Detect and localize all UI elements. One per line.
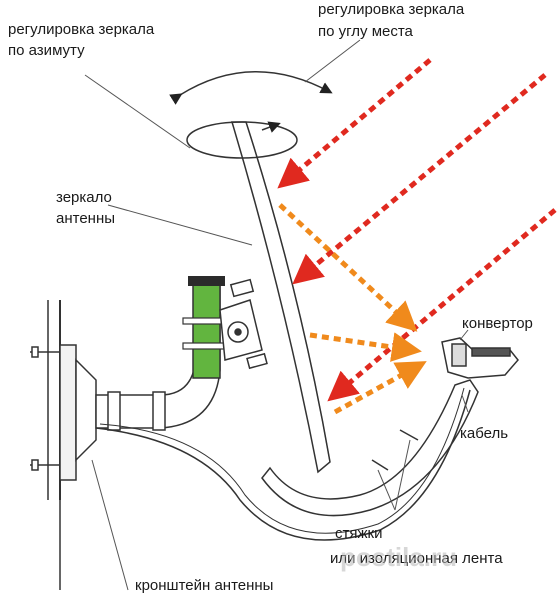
leader-lines [84,39,469,591]
incoming-ray [277,58,432,189]
wall-mount-plate [30,344,97,481]
cable-label: кабель [460,425,508,442]
dish-label-line2: антенны [56,210,115,227]
azimuth-label-line2: по азимуту [8,42,85,59]
incoming-rays [277,58,557,402]
reflected-rays [278,203,427,415]
cable-inner [99,387,465,534]
dish-reflector [230,121,331,474]
dish-label-line1: зеркало [56,189,112,206]
converter [441,337,519,379]
converter-arm [261,379,479,517]
azimuth-label-line1: регулировка зеркала [8,21,155,38]
ties-label-line2: или изоляционная лента [330,550,503,567]
incoming-ray [292,73,547,285]
cable [95,389,471,541]
elevation-label-line1: регулировка зеркала [318,1,465,18]
converter-label: конвертор [462,315,533,332]
bracket-label: кронштейн антенны [135,577,273,594]
reflected-ray [309,332,422,362]
azimuth-rotation-icon [169,71,333,159]
reflected-ray [333,361,427,415]
reflected-ray [278,203,418,332]
mast [182,276,230,379]
ties-label-line1: стяжки [335,525,382,542]
wall [47,300,61,590]
incoming-ray [327,208,557,402]
dish-mount [219,278,268,370]
watermark: postila.ru [340,542,457,572]
elevation-label-line2: по углу места [318,23,414,40]
